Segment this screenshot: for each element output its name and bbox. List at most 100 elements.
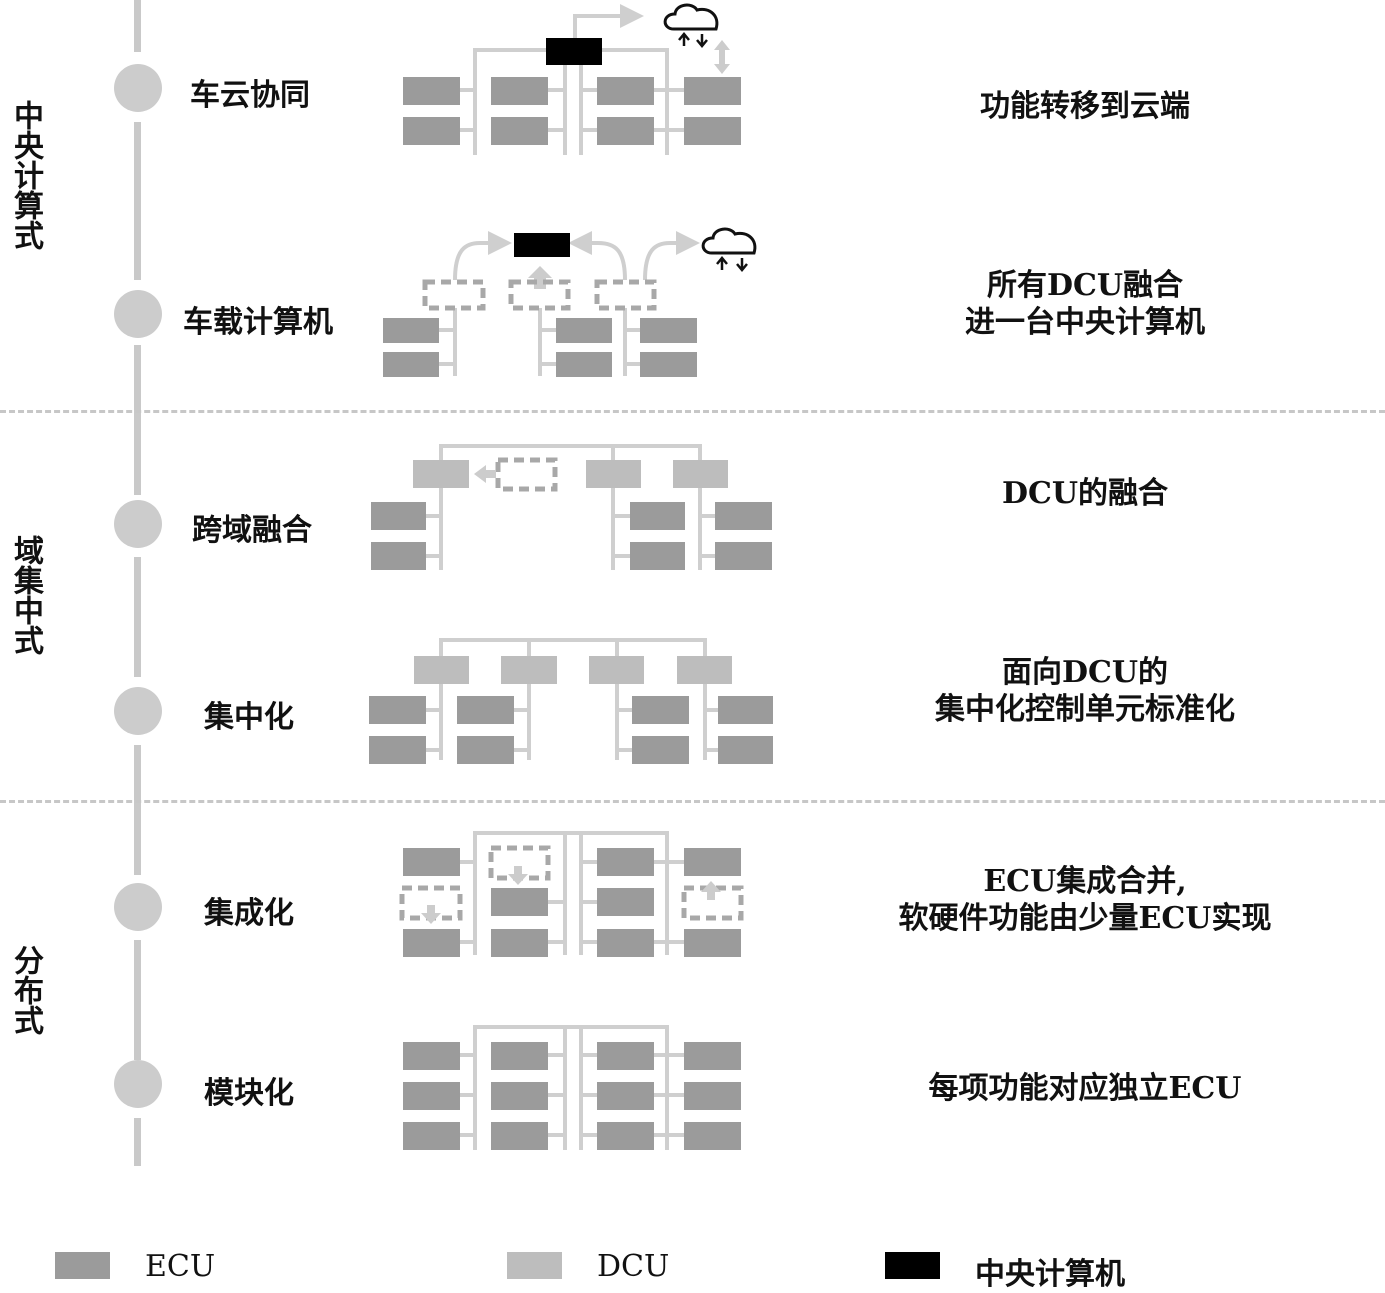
ecu-box xyxy=(684,1122,741,1150)
stage-description-vehicle-computer: 所有DCU融合 进一台中央计算机 xyxy=(880,267,1290,341)
ecu-box xyxy=(556,352,612,377)
timeline-node xyxy=(114,883,162,931)
phase-divider xyxy=(0,800,1385,803)
modularization-diagram xyxy=(403,1025,741,1150)
central-computer-box xyxy=(514,233,570,257)
description-line: DCU的融合 xyxy=(1001,476,1169,511)
merge-arrow xyxy=(421,905,441,924)
description-line: 面向DCU的 xyxy=(1001,655,1169,690)
merge-arrow xyxy=(701,881,721,900)
phase-label-central: 中央计算式 xyxy=(8,100,43,250)
ecu-box xyxy=(403,1082,460,1110)
ecu-box xyxy=(403,848,460,876)
timeline-line xyxy=(134,0,141,52)
ecu-box xyxy=(597,77,654,105)
legend-label-central-computer: 中央计算机 xyxy=(975,1257,1125,1292)
ecu-box xyxy=(403,1042,460,1070)
legend-swatch-ecu xyxy=(55,1252,110,1279)
ecu-box xyxy=(684,848,741,876)
stage-description-modularization: 每项功能对应独立ECU xyxy=(880,1070,1290,1107)
ecu-box xyxy=(597,888,654,916)
ecu-box xyxy=(597,117,654,145)
ecu-box xyxy=(630,502,685,530)
timeline-node xyxy=(114,64,162,112)
ecu-box xyxy=(369,736,426,764)
ecu-box xyxy=(383,352,439,377)
timeline-line xyxy=(134,122,141,280)
ecu-box xyxy=(630,542,685,570)
vehicle-computer-diagram xyxy=(383,227,757,377)
stage-description-cloud: 功能转移到云端 xyxy=(880,88,1290,125)
dcu-box xyxy=(413,460,469,488)
ecu-box xyxy=(684,1082,741,1110)
phase-divider xyxy=(0,410,1385,413)
dcu-box xyxy=(414,656,469,684)
merged-dcu-outline xyxy=(422,279,486,311)
ecu-box xyxy=(403,1122,460,1150)
merged-ecu-outline xyxy=(681,885,744,921)
ecu-box xyxy=(632,736,689,764)
ecu-box xyxy=(640,352,697,377)
stage-label-modularization: 模块化 xyxy=(204,1076,294,1111)
stage-label-cloud: 车云协同 xyxy=(190,78,310,113)
dcu-box xyxy=(673,460,728,488)
ecu-box xyxy=(632,696,689,724)
ecu-box xyxy=(597,929,654,957)
description-line: 软硬件功能由少量ECU实现 xyxy=(898,901,1272,936)
ecu-box xyxy=(597,848,654,876)
ecu-box xyxy=(457,736,514,764)
ecu-box xyxy=(718,696,773,724)
ecu-box xyxy=(684,1042,741,1070)
description-line: 进一台中央计算机 xyxy=(965,305,1205,340)
ecu-box xyxy=(640,318,697,343)
description-line: 所有DCU融合 xyxy=(986,268,1184,303)
timeline-line xyxy=(134,940,141,1060)
cross-domain-diagram xyxy=(371,444,772,570)
description-line: 功能转移到云端 xyxy=(980,89,1190,124)
stage-description-centralization: 面向DCU的 集中化控制单元标准化 xyxy=(880,654,1290,728)
sync-arrow xyxy=(714,40,730,74)
timeline-node xyxy=(114,290,162,338)
stage-description-cross-domain: DCU的融合 xyxy=(880,475,1290,512)
merge-arrow xyxy=(528,266,552,289)
ecu-box xyxy=(597,1122,654,1150)
ecu-box xyxy=(403,77,460,105)
ecu-box xyxy=(556,318,612,343)
timeline-node xyxy=(114,687,162,735)
ecu-box xyxy=(403,929,460,957)
legend-swatch-dcu xyxy=(507,1252,562,1279)
dcu-box xyxy=(677,656,732,684)
ecu-box xyxy=(491,929,548,957)
timeline-node xyxy=(114,1060,162,1108)
ecu-box xyxy=(491,1042,548,1070)
ecu-box xyxy=(403,117,460,145)
ecu-box xyxy=(715,502,772,530)
ecu-box xyxy=(684,929,741,957)
cloud-collaboration-diagram xyxy=(403,3,741,155)
ecu-box xyxy=(383,318,439,343)
ecu-box xyxy=(491,1122,548,1150)
ecu-box xyxy=(684,117,741,145)
description-line: ECU集成合并, xyxy=(983,864,1187,899)
centralization-diagram xyxy=(369,638,773,764)
timeline-line xyxy=(134,745,141,875)
ecu-box xyxy=(597,1082,654,1110)
ecu-box xyxy=(491,117,548,145)
stage-label-cross-domain: 跨域融合 xyxy=(192,513,312,548)
ecu-box xyxy=(371,502,426,530)
ecu-box xyxy=(369,696,426,724)
ecu-box xyxy=(718,736,773,764)
timeline-line xyxy=(134,345,141,495)
merged-dcu-outline xyxy=(495,457,558,492)
stage-description-integration: ECU集成合并, 软硬件功能由少量ECU实现 xyxy=(880,863,1290,937)
ecu-box xyxy=(684,77,741,105)
stage-label-centralization: 集中化 xyxy=(204,700,294,735)
legend-label-dcu: DCU xyxy=(597,1249,670,1284)
dcu-box xyxy=(501,656,557,684)
ecu-box xyxy=(597,1042,654,1070)
ecu-box xyxy=(457,696,514,724)
merged-dcu-outline xyxy=(594,279,657,311)
stage-label-vehicle-computer: 车载计算机 xyxy=(183,305,333,340)
ecu-box xyxy=(491,77,548,105)
